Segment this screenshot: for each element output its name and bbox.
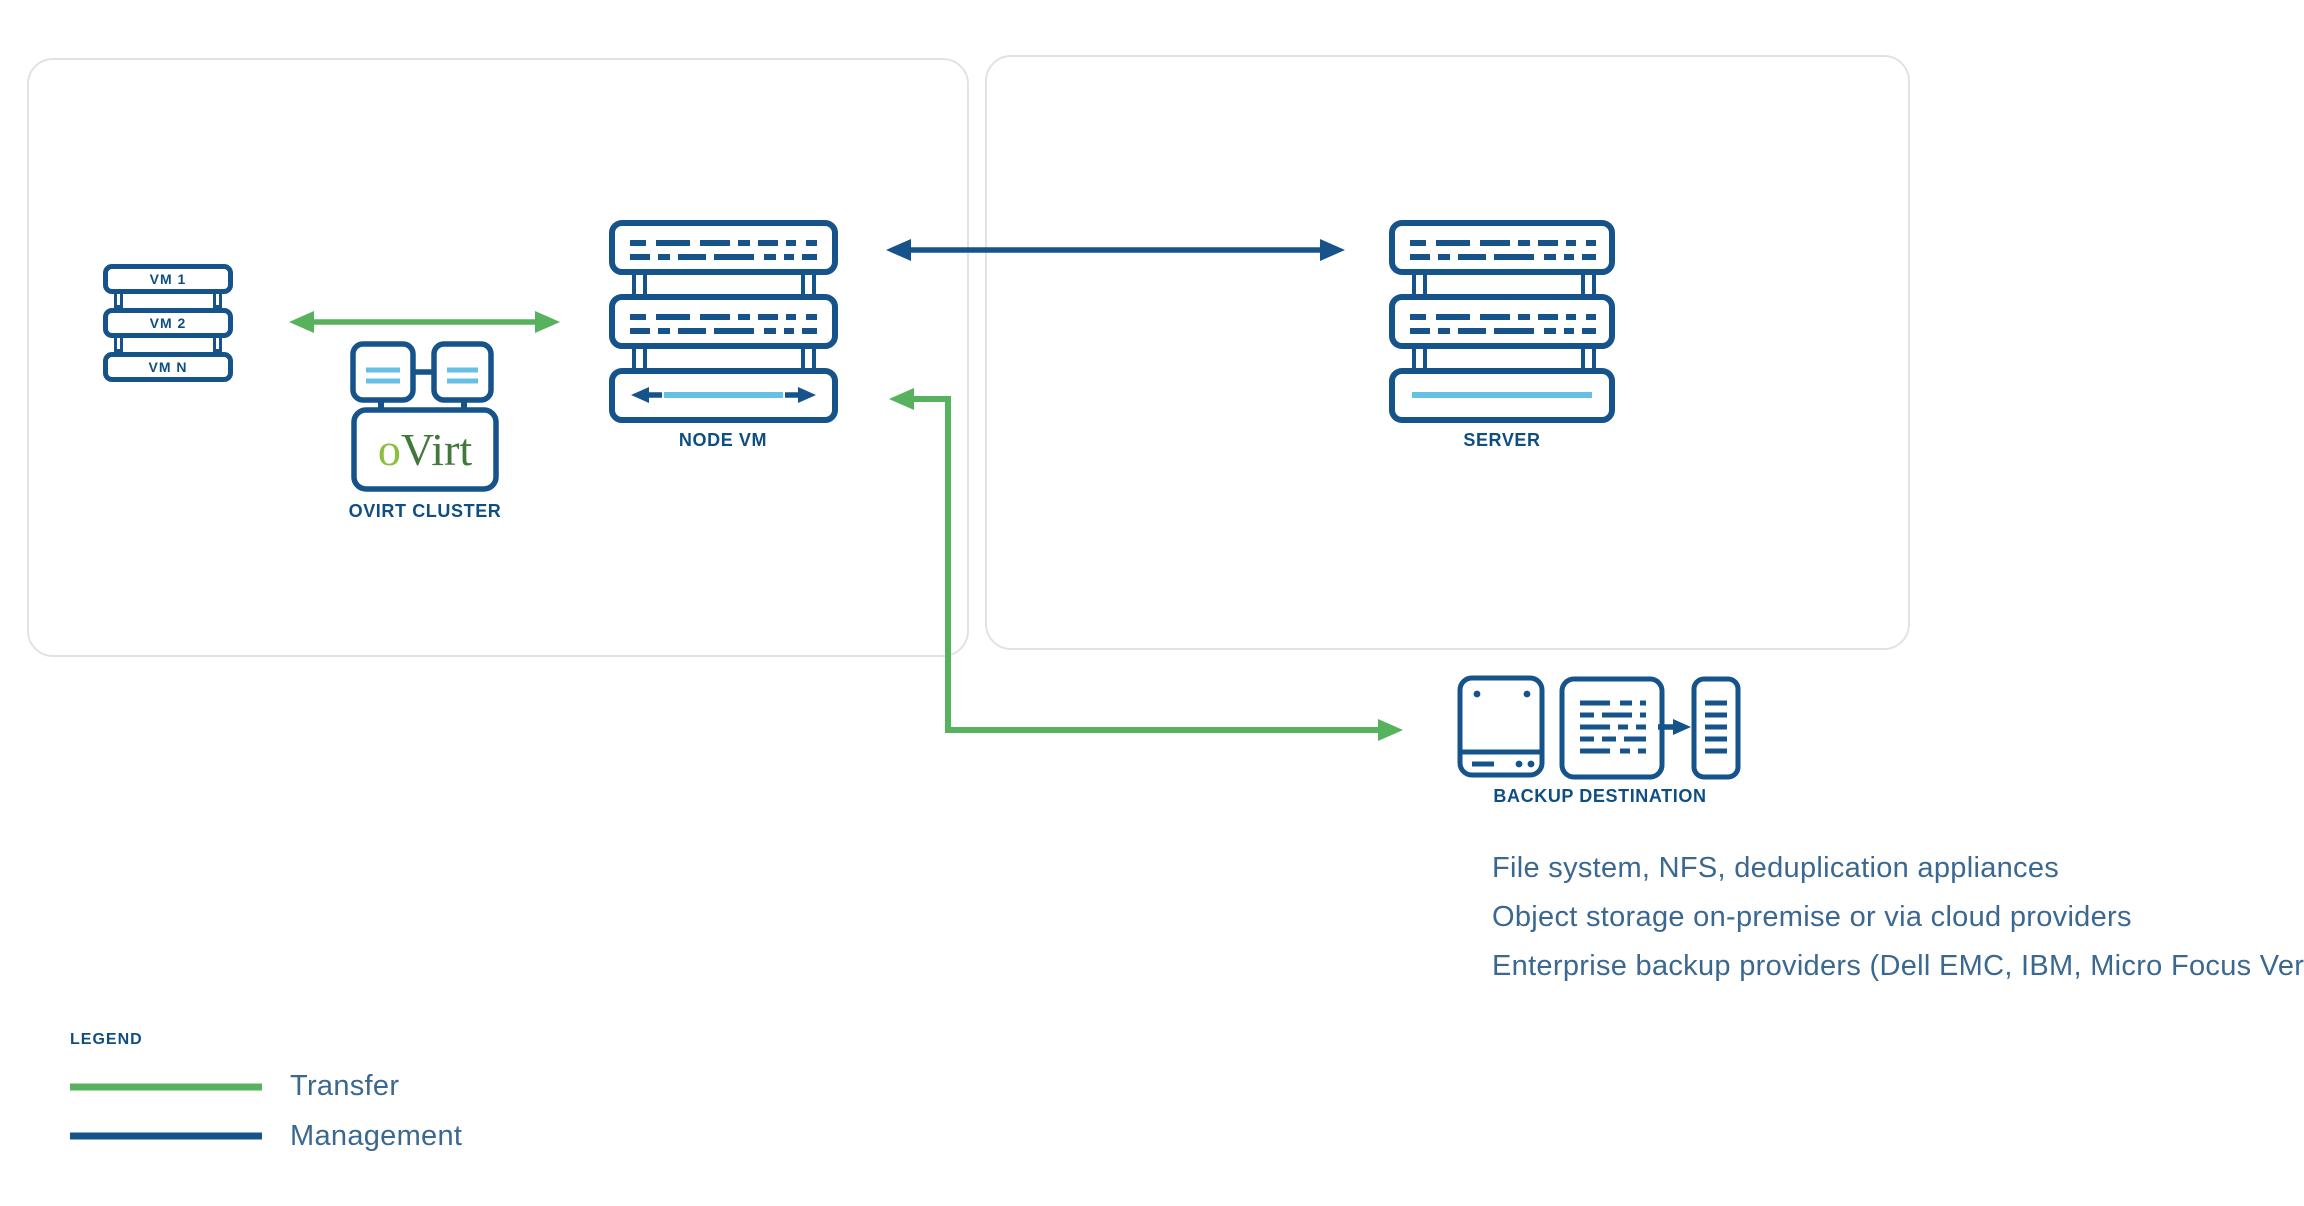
legend-transfer-label: Transfer bbox=[290, 1070, 400, 1102]
backup-disk-icon bbox=[1457, 675, 1545, 778]
transfer-elbow-arrow bbox=[889, 388, 1403, 741]
ovirt-cluster-label: OVIRT CLUSTER bbox=[348, 501, 502, 521]
backup-data-block-icon bbox=[1559, 676, 1665, 780]
node-vm-label: NODE VM bbox=[678, 430, 768, 450]
backup-description-3: Enterprise backup providers (Dell EMC, I… bbox=[1492, 950, 2304, 982]
ovirt-logo-virt: Virt bbox=[400, 423, 473, 475]
server-icon bbox=[1389, 220, 1615, 423]
server-environment-panel bbox=[985, 55, 1910, 650]
ovirt-cluster-icon bbox=[350, 341, 499, 492]
backup-flow-arrow bbox=[1658, 719, 1691, 735]
server-label: SERVER bbox=[1463, 430, 1541, 450]
vm-2-label: VM 2 bbox=[103, 308, 233, 338]
vm-1-label: VM 1 bbox=[103, 264, 233, 294]
node-vm-icon bbox=[609, 220, 838, 423]
backup-description-2: Object storage on-premise or via cloud p… bbox=[1492, 901, 2132, 933]
backup-destination-label: BACKUP DESTINATION bbox=[1493, 786, 1707, 806]
legend-title: LEGEND bbox=[70, 1031, 143, 1048]
ovirt-logo-o: o bbox=[377, 423, 401, 475]
vm-stack-icon: VM 1 VM 2 VM N bbox=[103, 264, 233, 382]
backup-list-icon bbox=[1691, 676, 1741, 780]
transfer-arrow bbox=[289, 311, 560, 333]
management-arrow bbox=[886, 239, 1345, 261]
vm-n-label: VM N bbox=[103, 352, 233, 382]
legend-management-label: Management bbox=[290, 1120, 463, 1152]
backup-description-1: File system, NFS, deduplication applianc… bbox=[1492, 852, 2060, 884]
